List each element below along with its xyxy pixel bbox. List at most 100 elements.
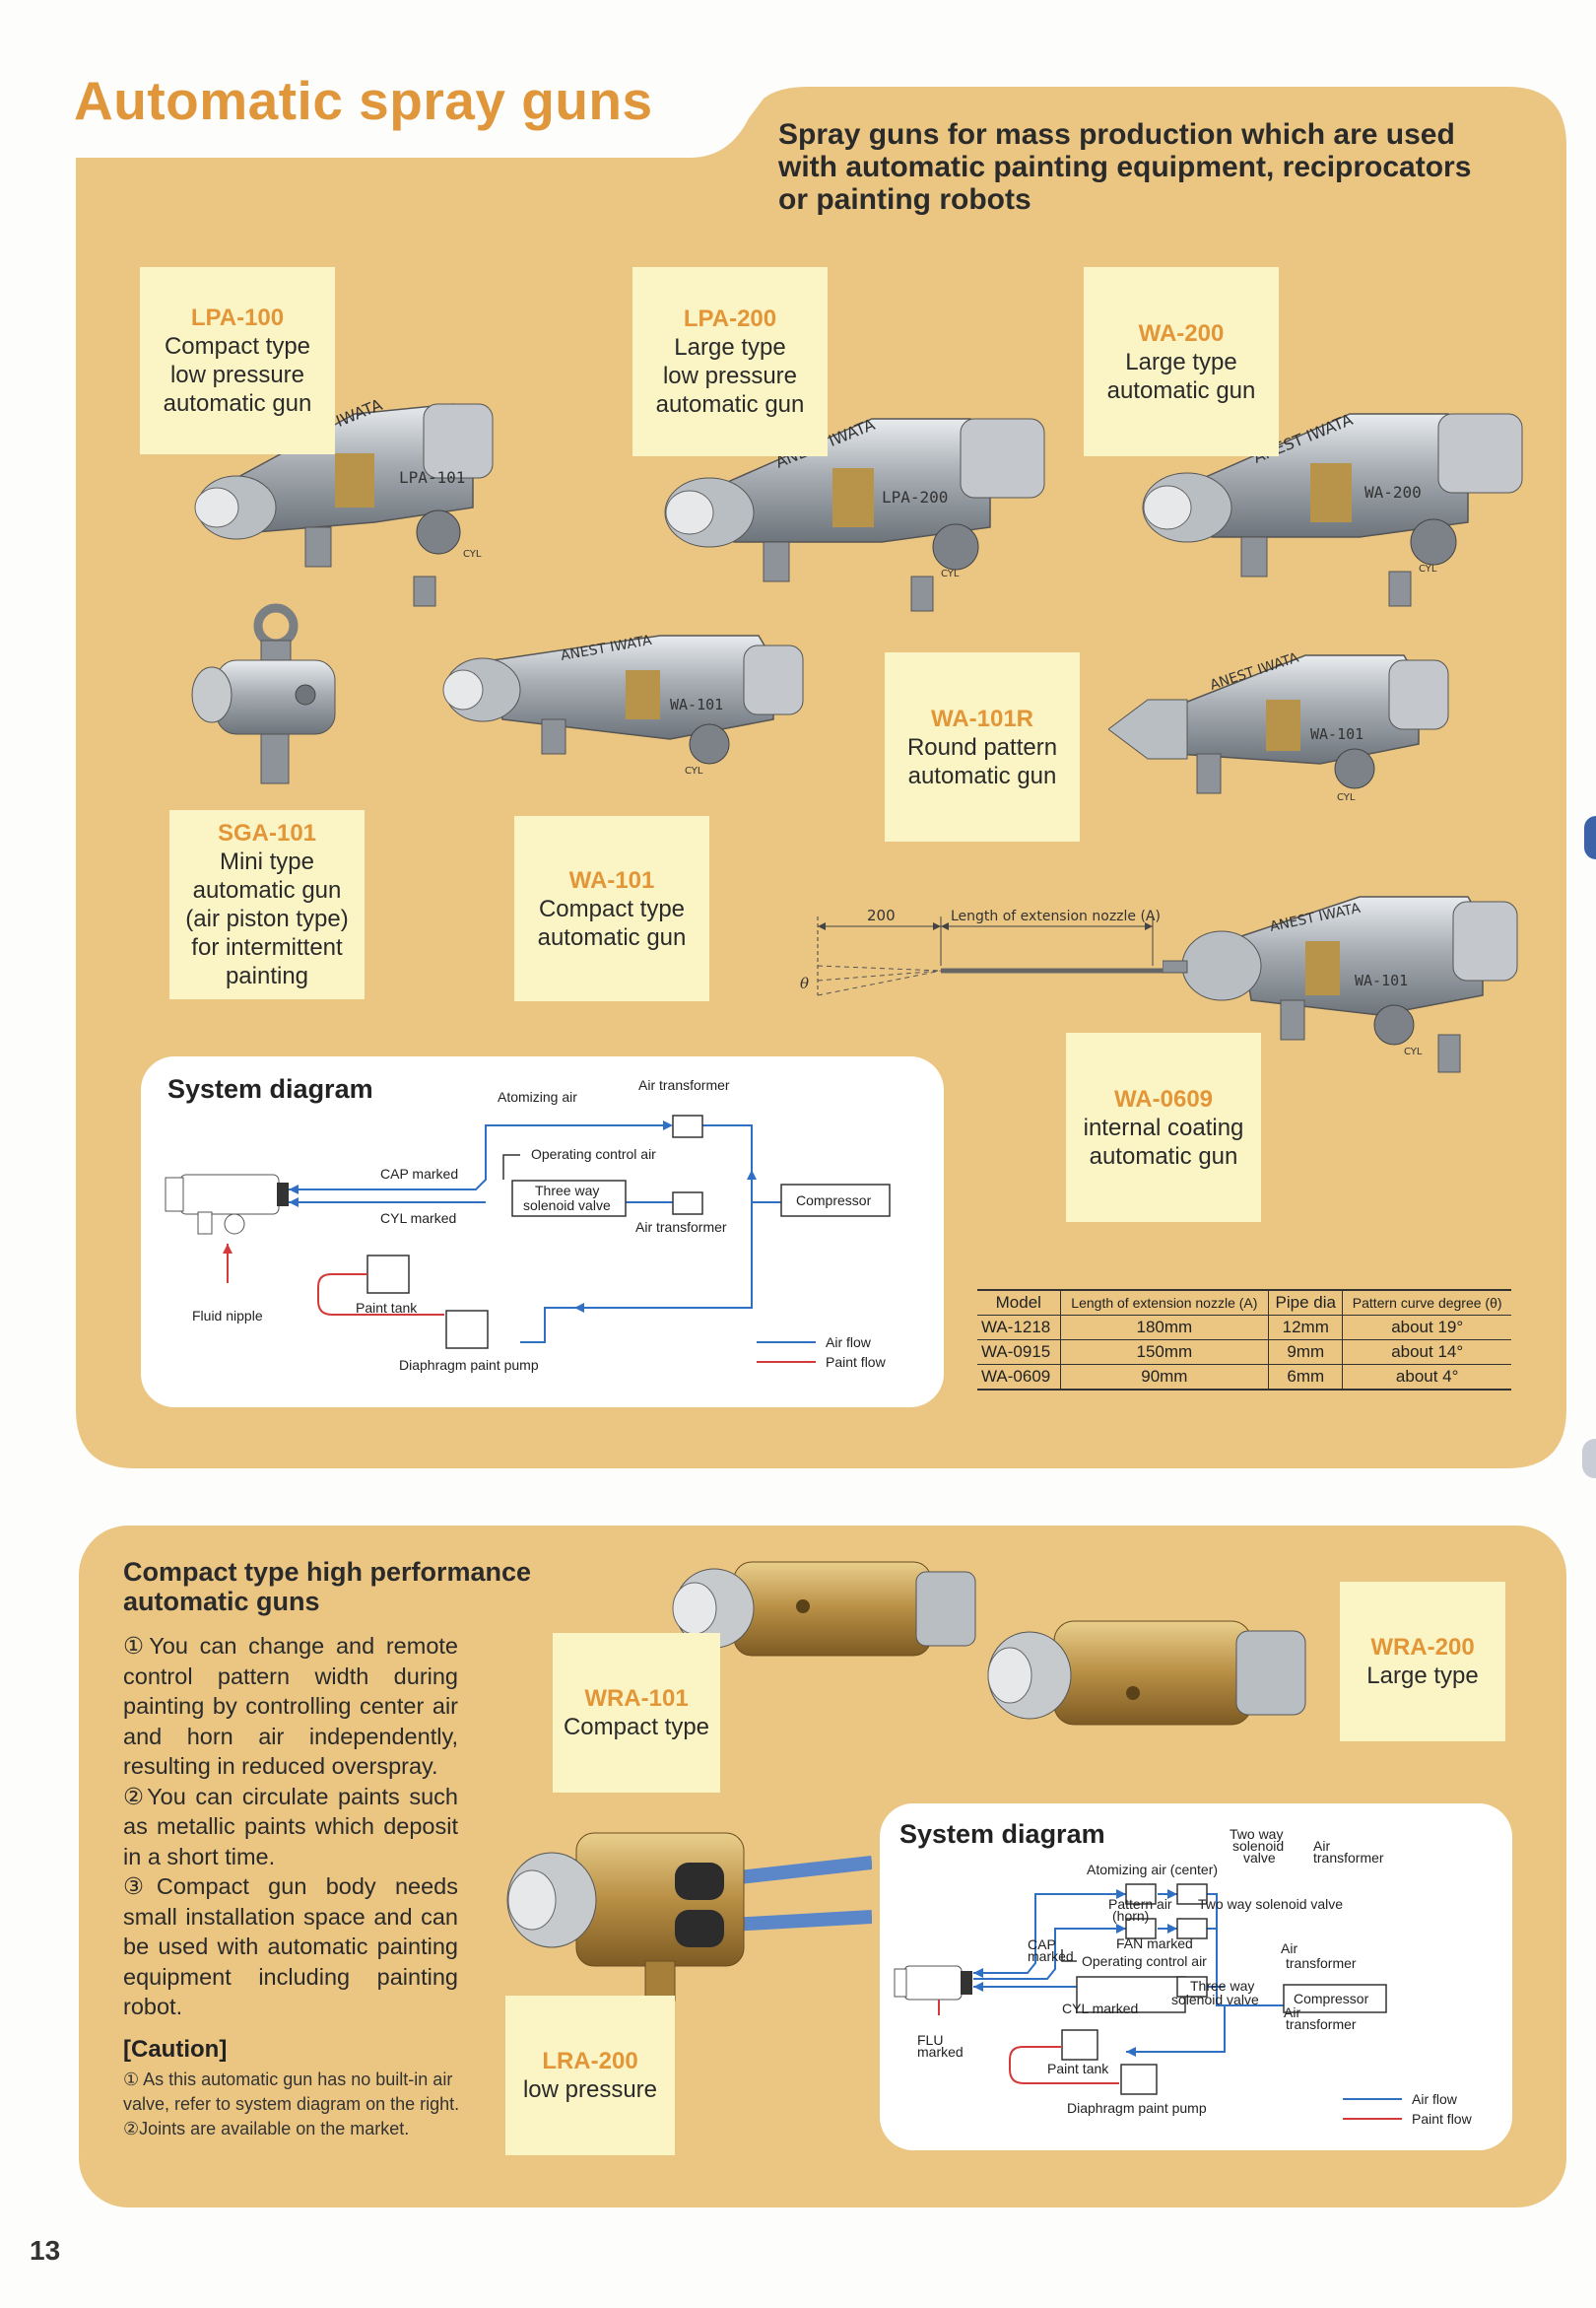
d2-atomizing-center: Atomizing air (center) <box>1087 1862 1218 1877</box>
wra200-gun-image <box>987 1620 1306 1726</box>
feature-list: ①You can change and remote control patte… <box>123 1631 458 2022</box>
spec-table-header-row: Model Length of extension nozzle (A) Pip… <box>977 1289 1511 1316</box>
lpa200-line1: Large type <box>674 334 786 361</box>
extension-length-label: Length of extension nozzle (A) <box>951 909 1161 924</box>
lra200-model: LRA-200 <box>542 2048 638 2074</box>
lpa200-cyl: CYL <box>941 569 960 579</box>
sga101-line3: (air piston type) <box>185 906 349 932</box>
wa200-line2: automatic gun <box>1106 376 1256 404</box>
wa0609-gun-image: ANEST IWATA WA-101 CYL <box>1163 896 1518 1073</box>
bottom-heading-line1: Compact type high performance <box>123 1557 532 1587</box>
spec-col-pipe: Pipe dia <box>1268 1289 1343 1316</box>
spec-col-model: Model <box>977 1289 1061 1316</box>
d1-operating-control-air: Operating control air <box>531 1146 656 1162</box>
lra200-line1: low pressure <box>522 2076 658 2103</box>
wa0609-line2: automatic gun <box>1089 1142 1238 1170</box>
caution-text: ① As this automatic gun has no built-in … <box>123 2068 468 2141</box>
d1-diaphragm-pump: Diaphragm paint pump <box>399 1357 539 1373</box>
diagram1-title: System diagram <box>167 1074 373 1104</box>
d1-paint-tank: Paint tank <box>356 1300 418 1316</box>
wa101-body-mark: WA-101 <box>670 696 723 713</box>
wa200-line1: Large type <box>1125 348 1237 375</box>
table-cell: about 19° <box>1342 1315 1511 1340</box>
d2-fan-marked: FAN marked <box>1116 1935 1193 1951</box>
table-cell: 6mm <box>1268 1364 1343 1391</box>
d2-legend-air: Air flow <box>1412 2091 1458 2107</box>
d2-operating-control-air: Operating control air <box>1082 1953 1207 1969</box>
d2-cap-2: marked <box>1028 1948 1074 1964</box>
table-cell: WA-0609 <box>977 1364 1061 1391</box>
table-cell: 90mm <box>1059 1364 1269 1391</box>
wa101-cyl: CYL <box>685 766 703 777</box>
sga101-line5: painting <box>225 963 309 989</box>
d1-legend-paint: Paint flow <box>826 1354 887 1370</box>
spec-col-degree: Pattern curve degree (θ) <box>1342 1289 1511 1316</box>
wra101-gun-image <box>672 1561 976 1657</box>
feature-point-2: ②You can circulate paints such as metall… <box>123 1783 458 1869</box>
d2-three-way-2: solenoid valve <box>1171 1992 1259 2007</box>
wa101r-body-mark: WA-101 <box>1310 725 1363 743</box>
table-cell: WA-1218 <box>977 1315 1061 1340</box>
d2-flu-1: FLU <box>917 2032 943 2048</box>
wa101-line2: automatic gun <box>537 923 687 951</box>
extension-dist: 200 <box>867 907 896 924</box>
wa0609-cyl: CYL <box>1404 1047 1423 1057</box>
wa101r-line2: automatic gun <box>907 762 1057 789</box>
table-cell: 9mm <box>1268 1339 1343 1365</box>
system-diagram-1: System diagram Ato <box>141 1056 944 1407</box>
spec-table: Model Length of extension nozzle (A) Pip… <box>977 1289 1511 1391</box>
wra101-model: WRA-101 <box>584 1685 689 1712</box>
d2-paint-tank: Paint tank <box>1047 2061 1109 2076</box>
wa101r-cyl: CYL <box>1337 792 1356 803</box>
d1-atomizing-air: Atomizing air <box>498 1089 577 1105</box>
d2-two-way-3: valve <box>1243 1850 1276 1866</box>
d1-cyl-marked: CYL marked <box>380 1210 456 1226</box>
wa101r-model: WA-101R <box>930 705 1034 732</box>
system-diagram-2: System diagram Tw <box>880 1803 1512 2150</box>
wa0609-model: WA-0609 <box>1113 1085 1214 1113</box>
d2-air-transformer-a: Air <box>1313 1838 1330 1854</box>
diagram2-schematic: Two way solenoid valve Air transformer A… <box>894 1826 1473 2127</box>
wa101r-gun-image: ANEST IWATA WA-101 CYL <box>1108 650 1449 803</box>
wa101-line1: Compact type <box>538 895 686 922</box>
wa0609-label: WA-0609 internal coating automatic gun <box>1066 1033 1261 1222</box>
d1-three-way-1: Three way <box>535 1183 599 1198</box>
wra101-line1: Compact type <box>563 1714 710 1740</box>
sga101-gun-image <box>191 603 336 784</box>
sga101-line1: Mini type <box>219 849 315 875</box>
table-cell: 180mm <box>1059 1315 1269 1340</box>
diagram2-title: System diagram <box>899 1819 1105 1849</box>
lpa100-cyl: CYL <box>463 549 482 560</box>
wa101-model: WA-101 <box>568 866 655 894</box>
wa200-body-mark: WA-200 <box>1364 483 1422 502</box>
spec-col-length: Length of extension nozzle (A) <box>1059 1289 1269 1316</box>
page-title: Automatic spray guns <box>74 70 653 131</box>
d1-fluid-nipple: Fluid nipple <box>192 1308 263 1324</box>
wa200-label: WA-200 Large type automatic gun <box>1084 267 1279 456</box>
d1-three-way-2: solenoid valve <box>523 1197 611 1213</box>
d1-legend-air: Air flow <box>826 1334 872 1350</box>
table-cell: about 14° <box>1342 1339 1511 1365</box>
bottom-heading: Compact type high performance automatic … <box>123 1557 531 1616</box>
lpa100-body-mark: LPA-101 <box>399 468 465 487</box>
wa0609-body-mark: WA-101 <box>1355 972 1408 989</box>
wa101-label: WA-101 Compact type automatic gun <box>514 816 709 1001</box>
lpa100-label: LPA-100 Compact type low pressure automa… <box>140 267 335 454</box>
table-row: WA-0915 150mm 9mm about 14° <box>977 1339 1511 1365</box>
sga101-line2: automatic gun <box>192 877 342 904</box>
lpa200-line2: low pressure <box>662 363 798 389</box>
d2-air-a2: Air <box>1284 2004 1300 2020</box>
d2-cap-1: CAP <box>1028 1936 1056 1952</box>
wra200-line1: Large type <box>1366 1663 1479 1689</box>
table-cell: 150mm <box>1059 1339 1269 1365</box>
d2-legend-paint: Paint flow <box>1412 2111 1473 2127</box>
sga101-label: SGA-101 Mini type automatic gun (air pis… <box>169 810 365 999</box>
wra200-label: WRA-200 Large type <box>1340 1582 1505 1741</box>
table-cell: 12mm <box>1268 1315 1343 1340</box>
sga101-model: SGA-101 <box>217 820 317 847</box>
d2-two-way-1: Two way <box>1230 1826 1283 1842</box>
d2-air-b1: transformer <box>1286 1955 1357 1971</box>
lpa200-line3: automatic gun <box>655 391 805 418</box>
wa200-model: WA-200 <box>1138 319 1225 347</box>
table-cell: WA-0915 <box>977 1339 1061 1365</box>
